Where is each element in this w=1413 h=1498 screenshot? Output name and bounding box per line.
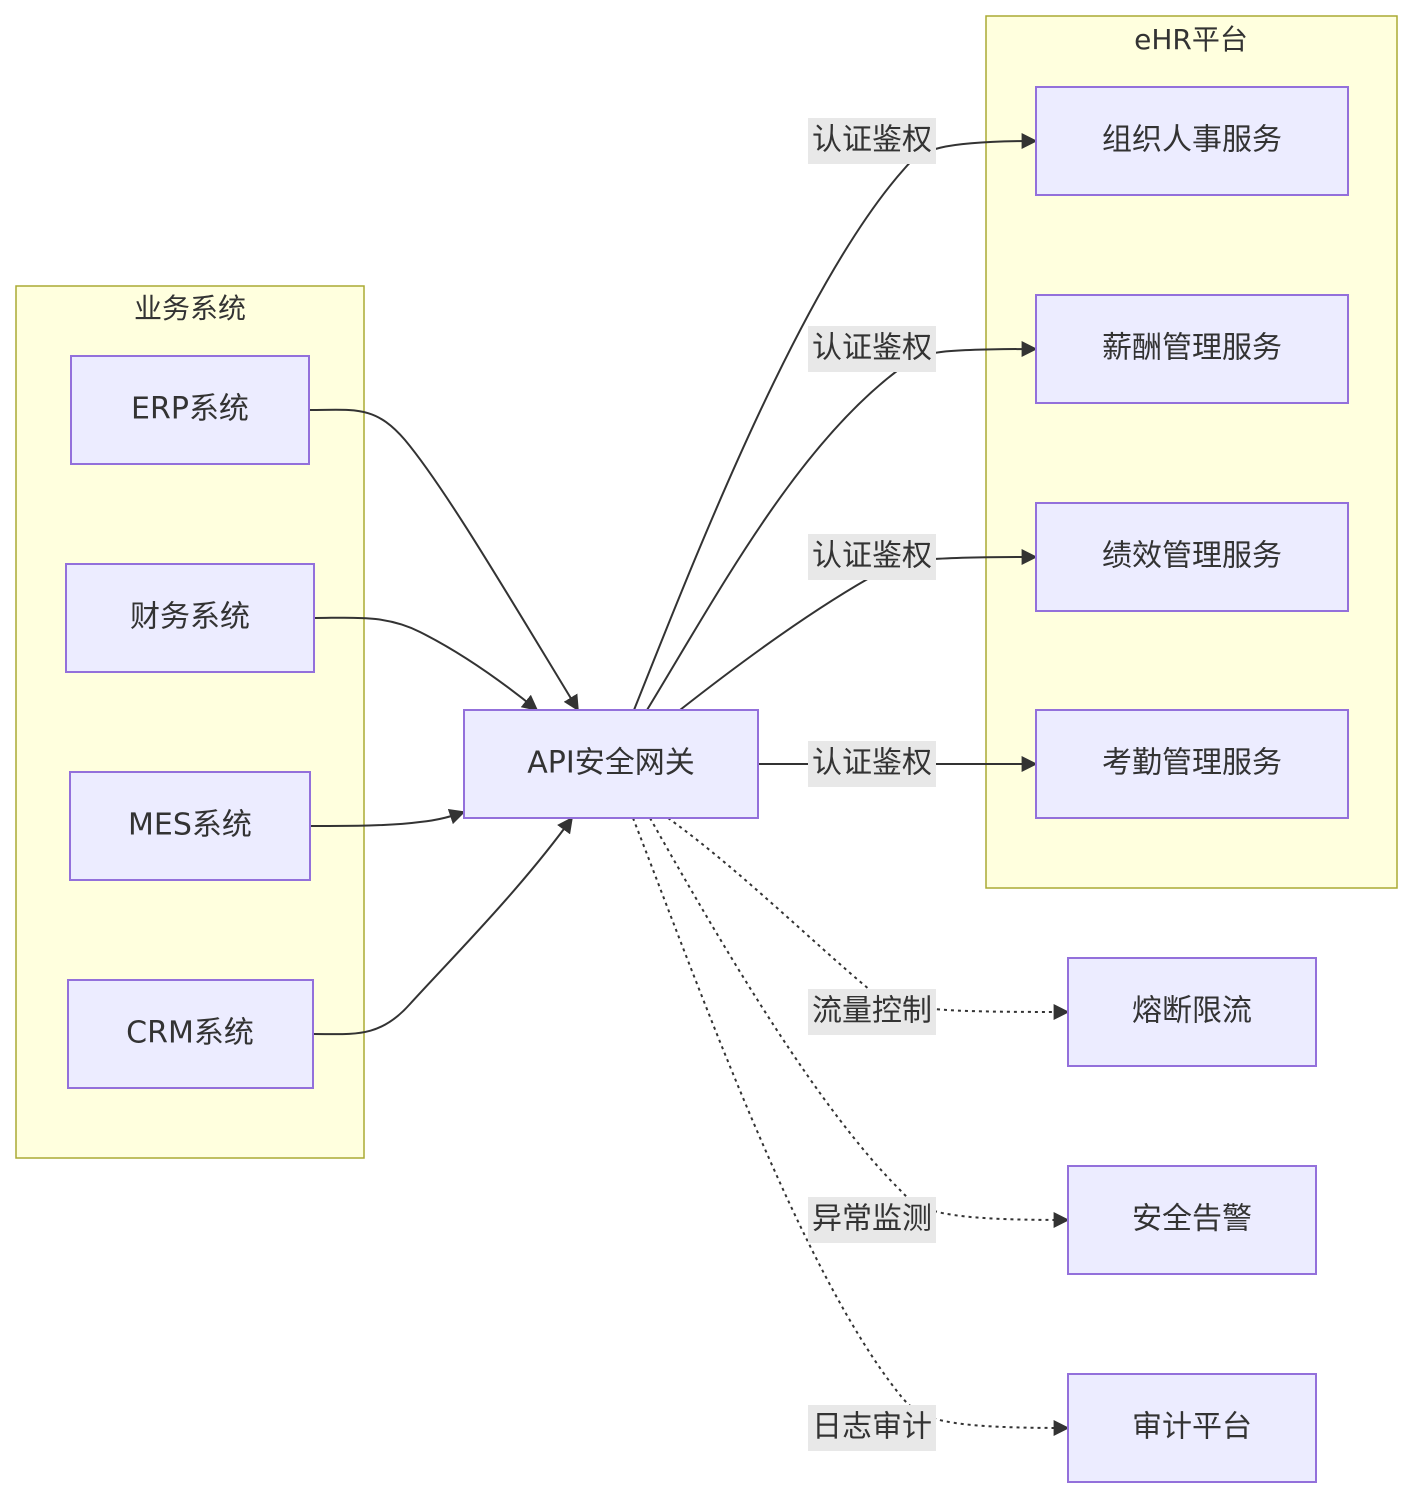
- cluster-title-business: 业务系统: [134, 292, 246, 325]
- svg-text:认证鉴权: 认证鉴权: [812, 123, 932, 158]
- svg-text:考勤管理服务: 考勤管理服务: [1102, 746, 1282, 781]
- node-security-alert[interactable]: 安全告警: [1067, 1165, 1317, 1275]
- svg-text:组织人事服务: 组织人事服务: [1102, 123, 1282, 158]
- svg-text:日志审计: 日志审计: [812, 1410, 932, 1445]
- svg-text:认证鉴权: 认证鉴权: [812, 331, 932, 366]
- svg-text:熔断限流: 熔断限流: [1132, 994, 1252, 1029]
- edge-label-auth-perf: 认证鉴权: [808, 534, 936, 580]
- edge-crm-to-gateway: [312, 816, 573, 1036]
- node-perf-service[interactable]: 绩效管理服务: [1035, 502, 1349, 612]
- edge-erp-to-gateway: [309, 408, 579, 712]
- svg-text:审计平台: 审计平台: [1132, 1410, 1252, 1445]
- svg-text:流量控制: 流量控制: [812, 994, 932, 1029]
- edge-mes-to-gateway: [309, 808, 466, 827]
- edge-gateway-to-salary: [646, 341, 1038, 711]
- node-finance[interactable]: 财务系统: [65, 563, 315, 673]
- node-erp[interactable]: ERP系统: [70, 355, 310, 465]
- node-org-service[interactable]: 组织人事服务: [1035, 86, 1349, 196]
- node-attend-service[interactable]: 考勤管理服务: [1035, 709, 1349, 819]
- node-crm[interactable]: CRM系统: [67, 979, 314, 1089]
- edge-label-traffic: 流量控制: [808, 989, 936, 1035]
- svg-text:MES系统: MES系统: [128, 808, 252, 843]
- svg-text:异常监测: 异常监测: [812, 1202, 932, 1237]
- node-mes[interactable]: MES系统: [69, 771, 311, 881]
- node-salary-service[interactable]: 薪酬管理服务: [1035, 294, 1349, 404]
- edge-gateway-to-alert: [649, 817, 1070, 1228]
- svg-text:CRM系统: CRM系统: [126, 1016, 254, 1051]
- edge-gateway-to-audit: [632, 817, 1070, 1436]
- node-api-gateway[interactable]: API安全网关: [463, 709, 759, 819]
- svg-text:认证鉴权: 认证鉴权: [812, 539, 932, 574]
- svg-text:认证鉴权: 认证鉴权: [812, 746, 932, 781]
- edge-gateway-to-org: [633, 133, 1038, 711]
- svg-text:财务系统: 财务系统: [130, 600, 250, 635]
- node-circuit-breaker[interactable]: 熔断限流: [1067, 957, 1317, 1067]
- edge-finance-to-gateway: [314, 616, 539, 712]
- svg-text:绩效管理服务: 绩效管理服务: [1102, 539, 1282, 574]
- cluster-title-ehr: eHR平台: [1134, 23, 1248, 56]
- edge-label-auth-attend: 认证鉴权: [808, 741, 936, 787]
- svg-text:安全告警: 安全告警: [1132, 1202, 1252, 1237]
- edge-label-log: 日志审计: [808, 1405, 936, 1451]
- edge-label-auth-salary: 认证鉴权: [808, 326, 936, 372]
- svg-text:ERP系统: ERP系统: [131, 392, 249, 427]
- svg-text:薪酬管理服务: 薪酬管理服务: [1102, 331, 1282, 366]
- edge-label-auth-org: 认证鉴权: [808, 118, 936, 164]
- svg-text:API安全网关: API安全网关: [527, 746, 694, 781]
- edge-label-anomaly: 异常监测: [808, 1197, 936, 1243]
- node-audit-platform[interactable]: 审计平台: [1067, 1373, 1317, 1483]
